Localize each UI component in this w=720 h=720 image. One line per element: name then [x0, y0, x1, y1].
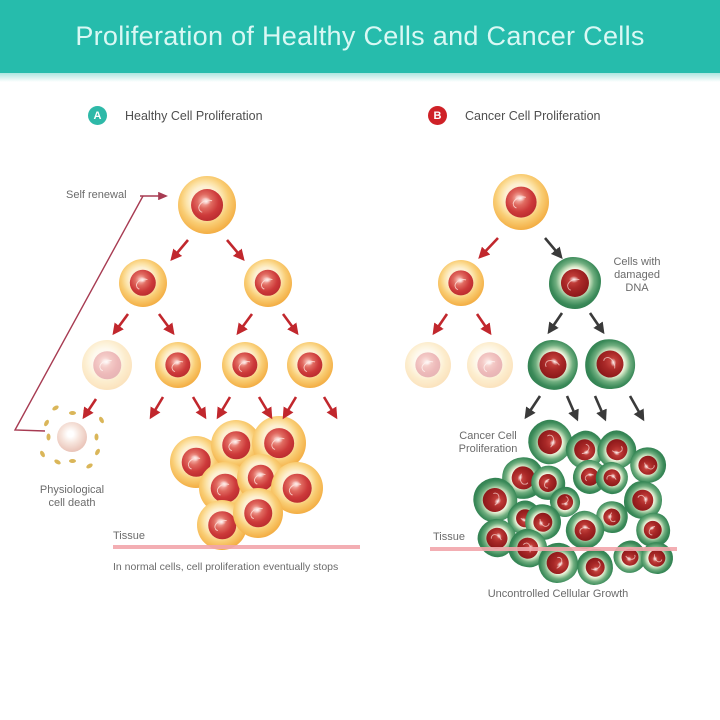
healthy-cell	[493, 174, 549, 230]
cell-nucleus	[617, 544, 643, 570]
cell-fragment	[68, 459, 76, 463]
cell-nucleus	[542, 547, 574, 579]
cancer-cell	[549, 257, 601, 309]
cell-nucleus	[533, 345, 573, 385]
cell-fragment	[43, 418, 51, 427]
cell-nucleus	[599, 465, 625, 491]
cell-nucleus	[282, 473, 312, 503]
dying-cell	[57, 422, 87, 452]
cell-nucleus	[208, 511, 236, 539]
cell-nucleus	[647, 548, 667, 568]
cancer-cell	[517, 329, 589, 401]
cell-nucleus	[448, 270, 474, 296]
cell-nucleus	[254, 269, 282, 297]
cell-nucleus	[516, 536, 540, 560]
healthy-cell	[155, 342, 201, 388]
cell-nucleus	[244, 499, 272, 527]
cell-nucleus	[247, 464, 275, 492]
cell-nucleus	[264, 428, 294, 458]
cell-nucleus	[415, 352, 441, 378]
cell-nucleus	[640, 517, 666, 543]
healthy-cell	[233, 488, 283, 538]
cell-nucleus	[533, 425, 567, 459]
cell-nucleus	[572, 517, 598, 543]
healthy-cell	[438, 260, 484, 306]
cancer-cell	[576, 548, 614, 586]
cell-nucleus	[505, 186, 537, 218]
badge-b: B	[428, 106, 447, 125]
cell-fragment	[84, 462, 94, 470]
cell-fragment	[46, 433, 50, 441]
legend-healthy: A Healthy Cell Proliferation	[88, 106, 263, 125]
cell-fragment	[50, 404, 60, 412]
cell-nucleus	[478, 483, 512, 517]
cell-nucleus	[594, 348, 626, 380]
cell-nucleus	[191, 189, 223, 221]
damaged-dna-label: Cells with damaged DNA	[613, 256, 661, 294]
cell-nucleus	[165, 352, 191, 378]
healthy-cell	[178, 176, 236, 234]
healthy-cell	[287, 342, 333, 388]
cell-nucleus	[635, 452, 661, 478]
cell-fragment	[68, 411, 76, 415]
healthy-cell-faded	[82, 340, 132, 390]
tissue-label-right: Tissue	[433, 531, 465, 543]
cancer-proliferation-label: Cancer Cell Proliferation	[458, 430, 518, 455]
legend-cancer: B Cancer Cell Proliferation	[428, 106, 600, 125]
healthy-cell	[244, 259, 292, 307]
badge-a: A	[88, 106, 107, 125]
cell-nucleus	[232, 352, 258, 378]
cell-fragment	[39, 449, 47, 459]
cell-fragment	[94, 433, 98, 441]
cell-fragment	[93, 447, 101, 456]
page-title: Proliferation of Healthy Cells and Cance…	[75, 21, 645, 51]
cell-nucleus	[603, 436, 631, 464]
cell-nucleus	[555, 492, 575, 512]
cell-nucleus	[210, 473, 240, 503]
cell-nucleus	[584, 556, 606, 578]
cell-nucleus	[297, 352, 323, 378]
cancer-cell	[581, 335, 639, 393]
cell-nucleus	[222, 431, 250, 459]
uncontrolled-growth-caption: Uncontrolled Cellular Growth	[487, 588, 629, 600]
cell-nucleus	[632, 489, 654, 511]
healthy-cell	[222, 342, 268, 388]
cell-nucleus	[129, 269, 157, 297]
cell-nucleus	[572, 437, 598, 463]
legend-b-label: Cancer Cell Proliferation	[465, 108, 601, 123]
cell-nucleus	[482, 523, 512, 553]
healthy-cell-faded	[405, 342, 451, 388]
cancer-cell	[639, 540, 675, 576]
cell-death-label: Physiological cell death	[39, 484, 105, 509]
cell-fragment	[97, 415, 105, 425]
cell-fragment	[82, 408, 91, 416]
self-renewal-label: Self renewal	[66, 189, 127, 201]
healthy-caption: In normal cells, cell proliferation even…	[113, 561, 339, 573]
title-banner: Proliferation of Healthy Cells and Cance…	[0, 0, 720, 82]
cell-nucleus	[560, 268, 590, 298]
self-renewal-line	[13, 191, 168, 432]
healthy-cell	[271, 462, 323, 514]
healthy-cell-faded	[467, 342, 513, 388]
legend-a-label: Healthy Cell Proliferation	[125, 108, 263, 123]
cell-nucleus	[477, 352, 503, 378]
cell-nucleus	[93, 351, 121, 379]
cell-fragment	[53, 458, 62, 466]
healthy-cell	[119, 259, 167, 307]
tissue-label-left: Tissue	[113, 530, 145, 542]
